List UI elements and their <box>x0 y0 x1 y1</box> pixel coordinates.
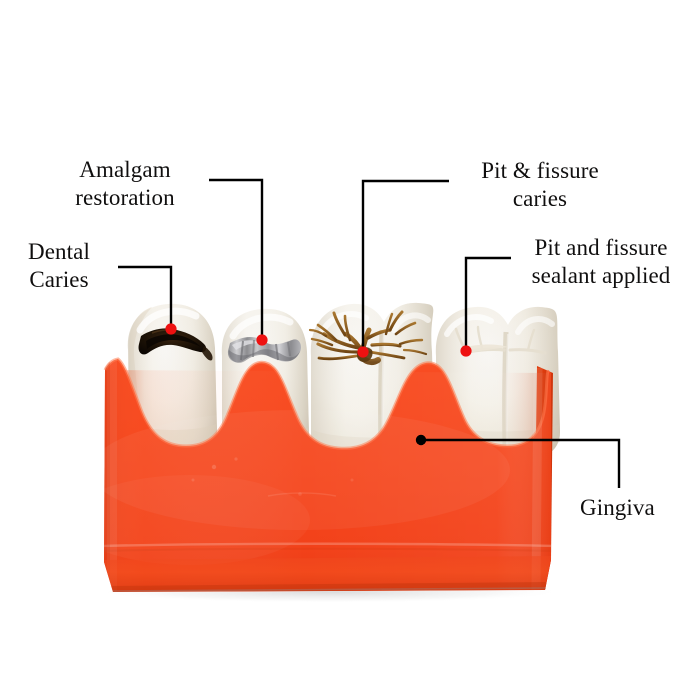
caries-cavity-tooth-1 <box>138 328 213 361</box>
amalgam-filling-tooth-2 <box>227 336 302 363</box>
label-dental-caries: Dental Caries <box>28 239 90 292</box>
label-pit-fissure-caries: Pit & fissure caries <box>481 158 599 211</box>
label-amalgam-restoration: Amalgam restoration <box>75 157 175 210</box>
label-gingiva: Gingiva <box>580 495 655 520</box>
label-pit-fissure-sealant: Pit and fissure sealant applied <box>531 235 671 288</box>
gingiva-block <box>103 357 553 592</box>
